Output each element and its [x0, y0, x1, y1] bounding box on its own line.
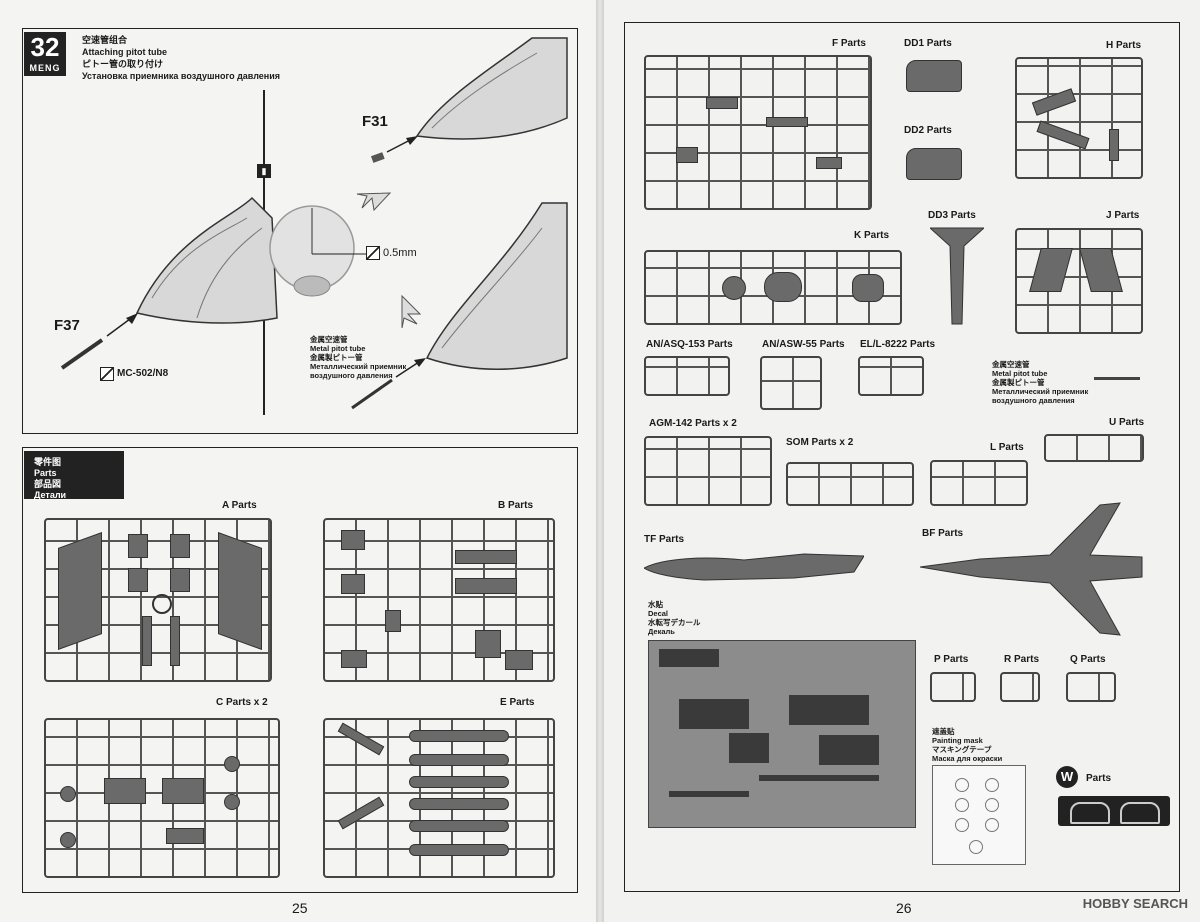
- sprue-el-label: EL/L-8222 Parts: [860, 339, 936, 350]
- callout-f37: F37: [54, 317, 80, 334]
- callout-f31: F31: [362, 113, 388, 130]
- step-number: 32: [30, 32, 60, 62]
- sprue-l-label: L Parts: [990, 442, 1024, 453]
- drill-icon: [366, 246, 380, 260]
- nose-cone-upper: [415, 37, 568, 140]
- mask-sheet: [932, 765, 1026, 865]
- right-parts-panel: [624, 22, 1180, 892]
- w-parts-badge: W: [1056, 766, 1078, 788]
- sprue-b-label: B Parts: [498, 500, 534, 511]
- step-title-ru: Установка приемника воздушного давления: [82, 71, 281, 81]
- part-dd3: [930, 227, 984, 325]
- page-number-right: 26: [896, 900, 912, 916]
- sprue-a: [44, 518, 272, 682]
- paint-code: MC-502/N8: [117, 368, 169, 379]
- mask-label: 遮盖贴 Painting mask マスキングテープ Маска для окр…: [932, 727, 1003, 763]
- sprue-f: [644, 55, 872, 210]
- sprue-l: [930, 460, 1028, 506]
- direction-arrow-2: [401, 294, 422, 329]
- right-page: F Parts DD1 Parts DD2 Parts H Parts DD3 …: [604, 0, 1200, 922]
- sprue-r: [1000, 672, 1040, 702]
- sprue-h: [1015, 57, 1143, 179]
- sprue-f-label: F Parts: [832, 38, 866, 49]
- sprue-c: [44, 718, 280, 878]
- step-title-ja: ピトー管の取り付け: [82, 59, 164, 69]
- sprue-agm-label: AGM-142 Parts x 2: [649, 418, 737, 429]
- right-metal-tube-label: 金属空速管 Metal pitot tube 金属製ピトー管 Металличе…: [992, 360, 1089, 405]
- sprue-u-label: U Parts: [1109, 417, 1145, 428]
- parts-panel: [22, 447, 578, 893]
- sprue-el: [858, 356, 924, 396]
- pitot-illustration: [60, 37, 568, 410]
- option-marker-icon: ▮: [257, 164, 271, 178]
- direction-arrow-1: [356, 192, 392, 212]
- sprue-j: [1015, 228, 1143, 334]
- sprue-u: [1044, 434, 1144, 462]
- f31-part: [370, 152, 385, 163]
- sprue-bf-label: BF Parts: [922, 528, 964, 539]
- sprue-asw: [760, 356, 822, 410]
- metal-tube-part: [351, 378, 393, 410]
- sprue-q: [1066, 672, 1116, 702]
- sprue-e-label: E Parts: [500, 697, 535, 708]
- sprue-dd1-label: DD1 Parts: [904, 38, 952, 49]
- sprue-som: [786, 462, 914, 506]
- sprue-j-label: J Parts: [1106, 210, 1140, 221]
- metal-tube-part-right: [1094, 377, 1140, 380]
- w-parts-sheet: [1058, 796, 1170, 826]
- sprue-dd3-label: DD3 Parts: [928, 210, 976, 221]
- sprue-a-label: A Parts: [222, 500, 257, 511]
- sprue-agm: [644, 436, 772, 506]
- part-dd2: [906, 148, 962, 180]
- decal-sheet: [648, 640, 916, 828]
- metal-tube-label: 金属空速管 Metal pitot tube 金属製ピトー管 Металличе…: [310, 335, 407, 380]
- sprue-tf-label: TF Parts: [644, 534, 685, 545]
- step-number-badge: 32 MENG: [24, 32, 66, 76]
- sprue-asq-label: AN/ASQ-153 Parts: [646, 339, 733, 350]
- left-page: 32 MENG 空速管组合 Attaching pitot tube ピトー管の…: [0, 0, 596, 922]
- brand-logo: MENG: [29, 63, 61, 73]
- book-gutter: [596, 0, 604, 922]
- sprue-p-label: P Parts: [934, 654, 969, 665]
- sprue-b: [323, 518, 555, 682]
- sprue-e: [323, 718, 555, 878]
- nose-cone-left: [135, 196, 278, 324]
- decal-label: 水贴 Decal 水転写デカール Декаль: [648, 600, 701, 636]
- watermark: HOBBY SEARCH: [1082, 896, 1188, 911]
- part-tf: [644, 553, 864, 581]
- paint-icon: [100, 367, 114, 381]
- sprue-k-label: K Parts: [854, 230, 890, 241]
- step-32-panel: [22, 28, 578, 434]
- part-bf: [920, 502, 1143, 636]
- page-number-left: 25: [292, 900, 308, 916]
- sprue-r-label: R Parts: [1004, 654, 1040, 665]
- sprue-asw-label: AN/ASW-55 Parts: [762, 339, 845, 350]
- step-title-en: Attaching pitot tube: [82, 47, 167, 57]
- sprue-dd2-label: DD2 Parts: [904, 125, 952, 136]
- sprue-som-label: SOM Parts x 2: [786, 437, 854, 448]
- part-dd1: [906, 60, 962, 92]
- parts-header-badge: 零件图 Parts 部品図 Детали: [24, 451, 124, 500]
- sprue-w-label: Parts: [1086, 773, 1112, 784]
- drill-size: 0.5mm: [383, 247, 417, 259]
- nose-cone-lower: [425, 202, 568, 370]
- sprue-h-label: H Parts: [1106, 40, 1142, 51]
- step-titles: 空速管组合 Attaching pitot tube ピトー管の取り付け Уст…: [82, 34, 280, 82]
- sprue-k: [644, 250, 902, 325]
- step-title-zh: 空速管组合: [82, 35, 128, 45]
- f37-part: [60, 338, 104, 370]
- sprue-q-label: Q Parts: [1070, 654, 1106, 665]
- sprue-asq: [644, 356, 730, 396]
- sprue-c-label: C Parts x 2: [216, 697, 268, 708]
- sprue-p: [930, 672, 976, 702]
